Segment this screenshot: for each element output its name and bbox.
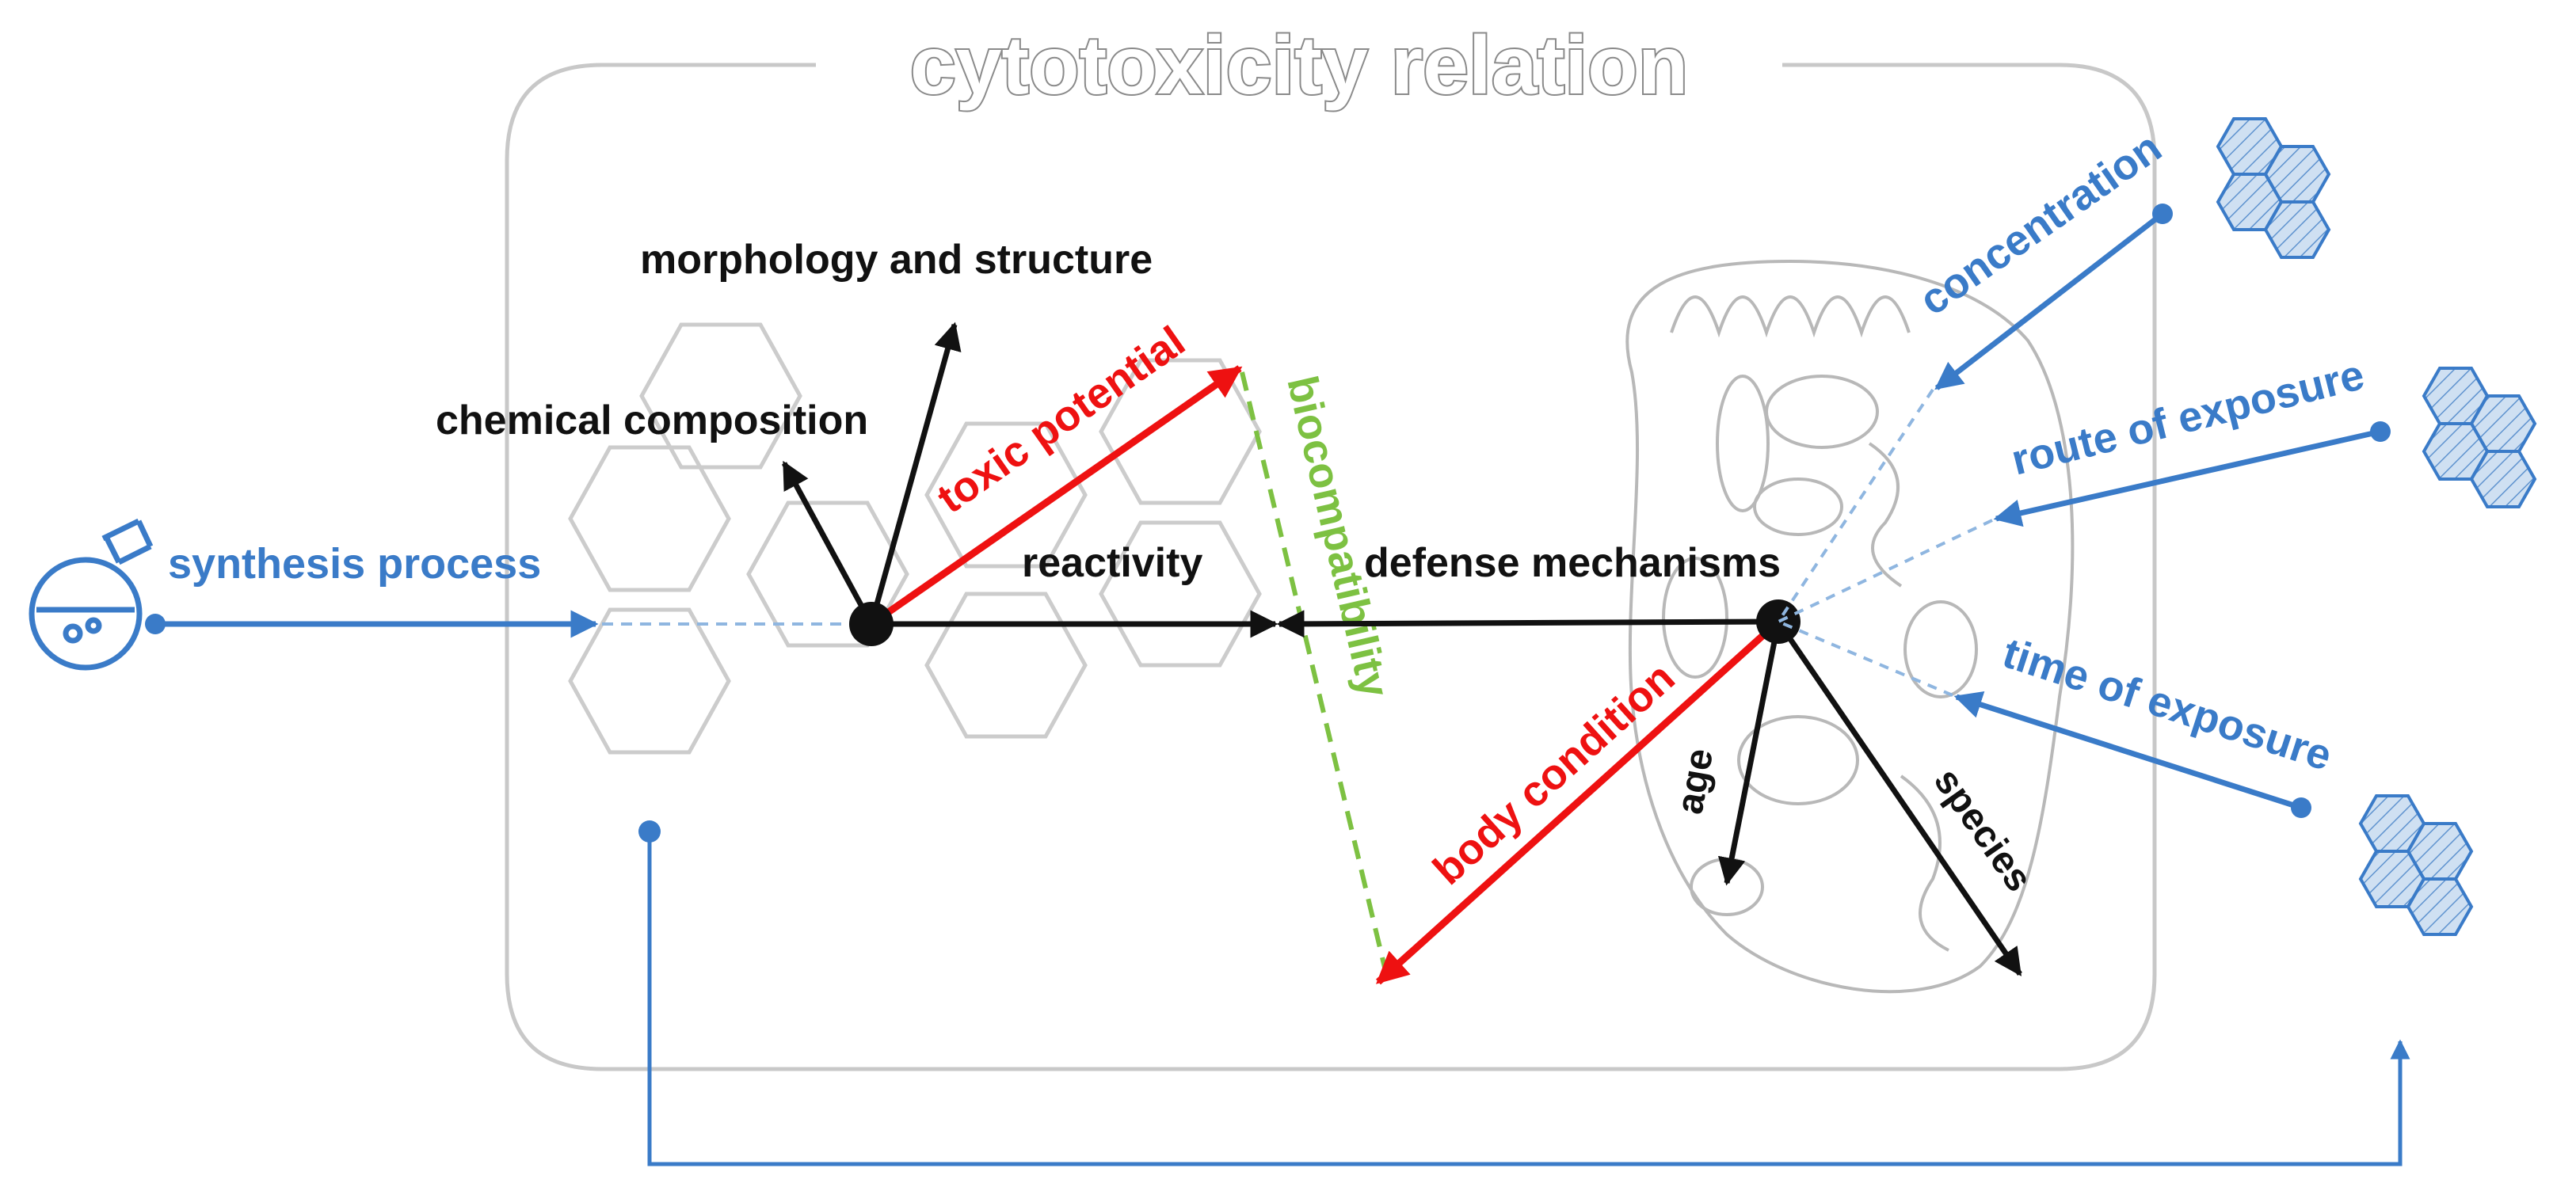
route-of-exposure-arrow (1993, 428, 2381, 527)
concentration-label: concentration (1911, 124, 2170, 325)
nanoparticle-cluster-icon (2216, 117, 2537, 936)
flask-icon (29, 518, 154, 671)
nanoparticle-lattice (568, 322, 1262, 755)
feedback-loop-start-dot (638, 820, 661, 843)
frame (505, 63, 2157, 1071)
toxic-potential-arrow (869, 365, 1243, 627)
route-of-exposure-arrow-start-dot (2370, 421, 2391, 442)
biocompatibility-line (1240, 371, 1389, 975)
concentration-arrow-start-dot (2152, 204, 2173, 224)
cell-icon (1625, 259, 2075, 994)
route-dashed-link (1778, 519, 1993, 623)
time-of-exposure-arrow (1953, 691, 2303, 811)
chemical-composition-arrow (781, 460, 875, 626)
synthesis-process-label: synthesis process (168, 540, 541, 588)
material-node (849, 602, 894, 646)
route-of-exposure-label: route of exposure (2006, 351, 2368, 485)
species-label: species (1926, 761, 2040, 900)
feedback-loop-arrow (647, 831, 2410, 1166)
chemical-composition-label: chemical composition (436, 398, 868, 443)
time-dashed-link (1778, 620, 1953, 697)
age-label: age (1669, 745, 1722, 817)
biocompatibility-label: biocompatibility (1278, 371, 1398, 702)
defense-mechanisms-arrow (1276, 610, 1779, 638)
age-arrow (1717, 621, 1781, 886)
time-of-exposure-label: time of exposure (1997, 629, 2338, 780)
species-arrow (1776, 620, 2022, 976)
time-of-exposure-arrow-start-dot (2291, 797, 2311, 818)
diagram-title: cytotoxicity relation (910, 20, 1688, 112)
reactivity-label: reactivity (1022, 540, 1202, 586)
morphology-arrow (868, 322, 962, 625)
concentration-dashed-link (1777, 388, 1934, 623)
organism-node (1756, 599, 1801, 644)
body-condition-arrow (1375, 618, 1781, 985)
defense-mechanisms-label: defense mechanisms (1364, 540, 1781, 586)
synthesis-arrow-start-dot (145, 614, 166, 634)
morphology-label: morphology and structure (640, 237, 1153, 283)
concentration-arrow (1934, 211, 2165, 390)
